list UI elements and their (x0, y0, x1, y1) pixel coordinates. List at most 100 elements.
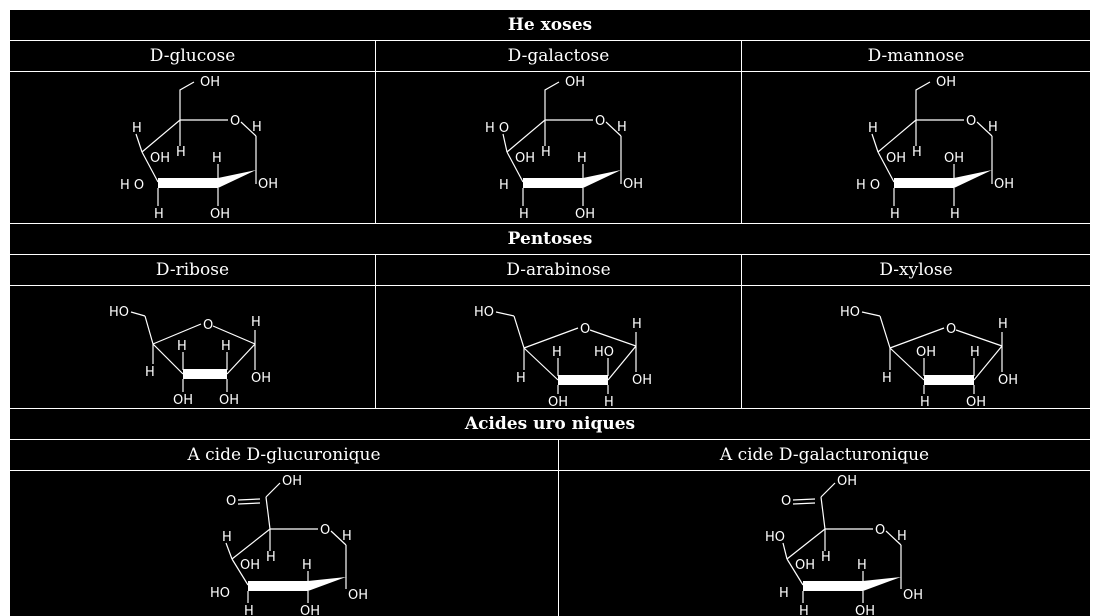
pentoses-names-row: D-ribose D-arabinose D-xylose (10, 255, 1090, 285)
label-c2-down: OH (575, 207, 595, 222)
section-title-pentoses: Pentoses (507, 229, 593, 249)
label-c4-left: H (779, 586, 789, 601)
label-c4-down: H (244, 604, 254, 616)
label-c2-down: OH (855, 604, 875, 616)
label-c4-up: HO (765, 530, 785, 545)
saccharide-table: He xoses D-glucose D-galactose D-mannose… (10, 10, 1090, 616)
label-c4-down: H (799, 604, 809, 616)
name-d-glucose: D-glucose (149, 46, 236, 66)
label-ch2oh: HO (840, 305, 860, 320)
label-c4-oh: OH (886, 151, 906, 166)
label-c1-h: H (617, 120, 627, 135)
label-cooh-o: O (781, 494, 791, 509)
section-title-uronic-acids: Acides uro niques (464, 414, 636, 434)
label-c3-up: H (212, 151, 222, 166)
label-c1-oh: OH (998, 373, 1018, 388)
column-divider (375, 255, 376, 408)
label-c4-oh: OH (515, 151, 535, 166)
label-c1-h: H (251, 315, 261, 330)
label-ch2oh: HO (474, 305, 494, 320)
label-c4-up: H (868, 121, 878, 136)
label-c3-up: H (857, 558, 867, 573)
column-divider (741, 255, 742, 408)
structure-d-glucose: OH O H H H OH H O H OH H OH (120, 75, 278, 222)
label-ch2oh: OH (936, 75, 956, 90)
label-ring-oxygen: O (875, 523, 885, 538)
label-c4-oh: OH (795, 558, 815, 573)
label-c4-up: H O (485, 121, 509, 136)
name-galacturonic-acid: A cide D-galacturonique (719, 445, 930, 465)
label-c5-h: H (912, 145, 922, 160)
label-c1-oh: OH (623, 177, 643, 192)
name-d-arabinose: D-arabinose (506, 260, 611, 280)
label-c3-down: OH (173, 393, 193, 408)
label-c5-h: H (541, 145, 551, 160)
row-divider (10, 408, 1090, 409)
section-header-hexoses: He xoses (10, 10, 1090, 40)
label-c3-up: H (577, 151, 587, 166)
column-divider (558, 440, 559, 616)
label-cooh-oh: OH (837, 474, 857, 489)
label-cooh-oh: OH (282, 474, 302, 489)
structure-d-ribose: HO O H H H H OH OH OH (109, 305, 271, 408)
label-c5-h: H (821, 550, 831, 565)
label-c2-down: H (604, 395, 614, 410)
name-d-ribose: D-ribose (155, 260, 230, 280)
label-c5-h: H (266, 550, 276, 565)
structure-galacturonic-acid: OH O O H H HO OH H H OH H (765, 474, 923, 616)
label-ch2oh: OH (200, 75, 220, 90)
label-c1-h: H (988, 120, 998, 135)
label-c1-h: H (998, 317, 1008, 332)
label-c2-up: H (970, 345, 980, 360)
label-c2-down: OH (300, 604, 320, 616)
structure-d-galactose: OH O H H H O OH H H OH H OH (485, 75, 643, 222)
structure-d-arabinose: HO O H H H HO OH OH H (474, 305, 652, 410)
label-c4-down: H (519, 207, 529, 222)
row-divider (10, 439, 1090, 440)
label-c4-left: H O (120, 178, 144, 193)
row-divider (10, 285, 1090, 286)
label-c1-oh: OH (903, 588, 923, 603)
label-c4-h: H (145, 365, 155, 380)
label-c4-down: H (890, 207, 900, 222)
label-ring-oxygen: O (966, 114, 976, 129)
label-c4-h: H (516, 371, 526, 386)
label-c1-oh: OH (348, 588, 368, 603)
label-c1-oh: OH (994, 177, 1014, 192)
structure-d-mannose: OH O H H H OH H O OH OH H H (856, 75, 1014, 222)
name-d-xylose: D-xylose (879, 260, 953, 280)
pentoses-structures-row: HO O H H H H OH OH OH HO (10, 286, 1090, 410)
name-glucuronic-acid: A cide D-glucuronique (187, 445, 381, 465)
label-c2-up: H (221, 339, 231, 354)
name-d-galactose: D-galactose (507, 46, 610, 66)
label-c1-oh: OH (632, 373, 652, 388)
uronic-structures-row: OH O O H H H OH HO H OH H (10, 471, 1090, 616)
row-divider (10, 71, 1090, 72)
section-header-pentoses: Pentoses (10, 224, 1090, 254)
label-c4-oh: OH (240, 558, 260, 573)
label-c3-up: H (177, 339, 187, 354)
label-c3-up: H (552, 345, 562, 360)
label-c2-down: OH (219, 393, 239, 408)
label-ch2oh: OH (565, 75, 585, 90)
label-c2-down: OH (966, 395, 986, 410)
name-d-mannose: D-mannose (867, 46, 965, 66)
label-ring-oxygen: O (595, 114, 605, 129)
label-c5-h: H (176, 145, 186, 160)
label-c4-up: H (132, 121, 142, 136)
label-c3-up: H (302, 558, 312, 573)
label-ring-oxygen: O (230, 114, 240, 129)
label-c4-left: H O (856, 178, 880, 193)
row-divider (10, 40, 1090, 41)
section-header-uronic-acids: Acides uro niques (10, 409, 1090, 439)
label-cooh-o: O (226, 494, 236, 509)
label-c4-left: H (499, 178, 509, 193)
label-c2-down: H (950, 207, 960, 222)
label-c1-oh: OH (251, 371, 271, 386)
label-c4-oh: OH (150, 151, 170, 166)
label-c3-down: H (920, 395, 930, 410)
row-divider (10, 223, 1090, 224)
column-divider (375, 41, 376, 223)
uronic-names-row: A cide D-glucuronique A cide D-galacturo… (10, 440, 1090, 470)
row-divider (10, 254, 1090, 255)
